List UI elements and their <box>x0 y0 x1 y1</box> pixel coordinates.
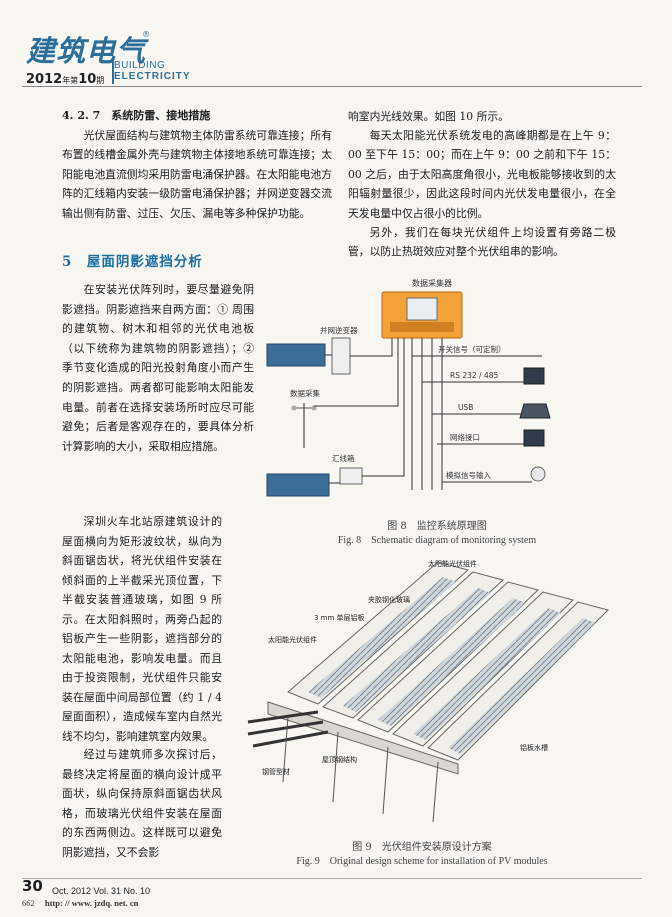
brand-en-line2: ELECTRICITY <box>114 71 191 82</box>
right-para2: 每天太阳能光伏系统发电的高峰期都是在上午 9：00 至下午 15：00；而在上午… <box>348 129 616 220</box>
label-pv-module-top: 太阳能光伏组件 <box>428 559 477 568</box>
figure-8-caption-cn: 图 8 监控系统原理图 <box>387 521 487 532</box>
label-data-acq: 数据采集 <box>290 388 320 398</box>
section-5-para2: 深圳火车北站原建筑设计的屋面横向为矩形波纹状，纵向为斜面锯齿状，将光伏组件安装在… <box>62 515 222 743</box>
header-rule <box>22 86 642 87</box>
issue-label: 2012年第10期 <box>26 72 104 87</box>
figure-9-caption-cn: 图 9 光伏组件安装原设计方案 <box>352 842 492 853</box>
section-5-heading: 5 屋面阴影遮挡分析 <box>62 254 203 270</box>
data-collector-screen <box>406 297 438 321</box>
sensor-2 <box>311 405 317 411</box>
total-page: 662 <box>22 898 35 908</box>
section-5-para3: 经过与建筑师多次探讨后，最终决定将屋面的横向设计成平面状，纵向保持原斜面锯齿状风… <box>62 748 222 859</box>
journal-logo: 建筑电气 <box>26 34 147 68</box>
data-collector-ports <box>390 322 454 332</box>
label-pv-module-left: 太阳能光伏组件 <box>268 635 317 644</box>
steel-tubes <box>247 710 329 748</box>
journal-url: http: // www. jzdq. net. cn <box>44 898 139 908</box>
label-aluminum-plate: 3 mm 单层铝板 <box>314 613 365 622</box>
right-para1: 响室内光线效果。如图 10 所示。 <box>348 110 509 123</box>
label-analog: 模拟信号输入 <box>446 470 491 480</box>
pc-2 <box>523 429 545 447</box>
label-laminated-glass: 夹胶钢化玻璃 <box>368 595 410 604</box>
label-steel-frame: 钢管型材 <box>262 767 290 776</box>
issue-unit: 期 <box>96 76 105 85</box>
right-para3: 另外，我们在每块光伏组件上均设置有旁路二极管，以防止热斑效应对整个光伏组串的影响… <box>348 226 616 259</box>
footer-url-line: 662 http: // www. jzdq. net. cn <box>22 898 138 908</box>
label-roof-steel: 屋顶钢结构 <box>322 755 357 764</box>
figure-9-diagram: 太阳能光伏组件 夹胶钢化玻璃 3 mm 单层铝板 太阳能光伏组件 屋顶钢结构 钢… <box>247 559 609 823</box>
registered-mark: ® <box>142 30 150 39</box>
issue-year: 2012 <box>26 72 63 87</box>
pc-1 <box>523 367 545 385</box>
glass-strips <box>308 577 596 754</box>
footer-rule <box>22 878 642 879</box>
label-gutter: 铝板水槽 <box>520 743 548 752</box>
laptop <box>519 403 551 419</box>
issue-number: 10 <box>78 72 97 87</box>
brand-english: BUILDING ELECTRICITY <box>114 60 191 82</box>
figure-8-caption-en: Fig. 8 Schematic diagram of monitoring s… <box>337 535 537 546</box>
page-number: 30 <box>22 877 43 895</box>
pv-array-2 <box>266 473 330 497</box>
issue-year-unit: 年第 <box>62 76 79 85</box>
section-4-2-7-body: 光伏屋面结构与建筑物主体防雷系统可靠连接；所有布置的线槽金属外壳与建筑物主体接地… <box>62 129 332 220</box>
journal-volume: Oct. 2012 Vol. 31 No. 10 <box>52 886 151 896</box>
sensor-1 <box>291 405 297 411</box>
figure-8-diagram: 数据采集器 并网逆变器 数据采集 汇线箱 开关信号（可定制） RS 232 / … <box>266 278 551 497</box>
pv-array-1 <box>266 343 326 367</box>
section-4-2-7-heading: 4. 2. 7 系统防雷、接地措施 <box>62 109 211 122</box>
label-network: 网络接口 <box>450 432 480 442</box>
figure-9-caption-en: Fig. 9 Original design scheme for instal… <box>296 856 548 867</box>
inverter-cabinet <box>331 337 351 375</box>
brand-divider <box>112 60 114 84</box>
masthead: 建筑电气 ® 2012年第10期 BUILDING ELECTRICITY <box>22 16 662 87</box>
label-usb: USB <box>458 403 473 412</box>
link-weather <box>314 338 399 407</box>
label-rs232: RS 232 / 485 <box>450 371 499 380</box>
roof-steel-base <box>267 701 459 775</box>
section-5-para1: 在安装光伏阵列时，要尽量避免阴影遮挡。阴影遮挡来自两方面：① 周围的建筑物、树木… <box>62 283 254 453</box>
support-posts <box>282 716 439 823</box>
label-inverter: 并网逆变器 <box>320 325 358 335</box>
label-data-collector: 数据采集器 <box>412 278 452 288</box>
label-switch-signal: 开关信号（可定制） <box>438 344 506 354</box>
combiner-box <box>339 467 363 485</box>
link-inverter <box>350 338 393 357</box>
antenna <box>530 466 546 482</box>
label-combiner: 汇线箱 <box>332 453 355 463</box>
brand-en-line1: BUILDING <box>114 60 166 71</box>
link-combiner <box>362 338 405 477</box>
